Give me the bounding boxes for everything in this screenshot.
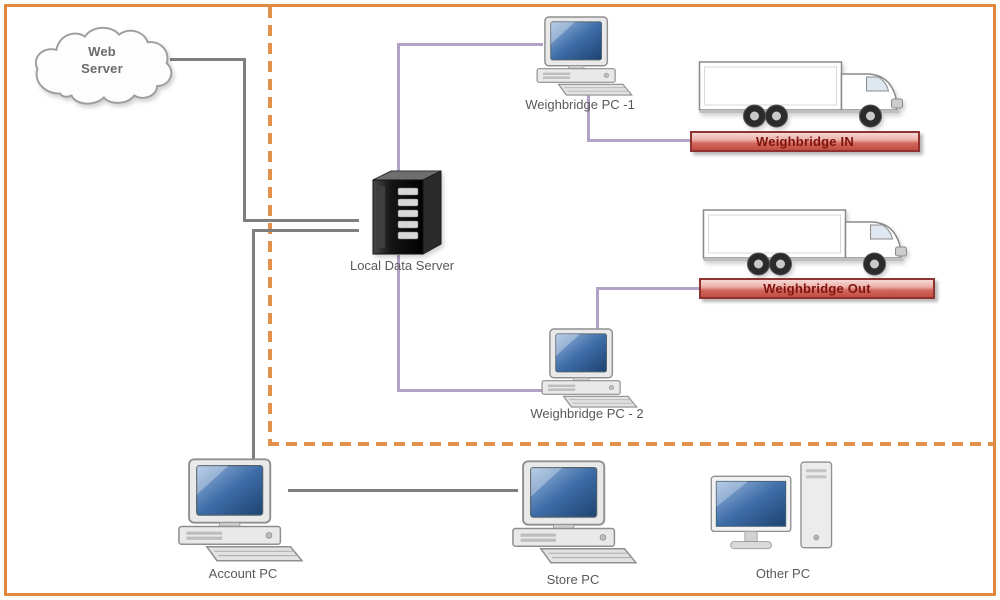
purple-connector-server-down [397, 255, 400, 392]
desktop-pc-icon [512, 460, 638, 564]
gray-connector-account-to-store [288, 489, 518, 492]
purple-connector-pc2-up [596, 288, 599, 338]
desktop-pc-icon [536, 16, 633, 96]
dashed-zone-boundary-vertical [268, 7, 272, 446]
weighbridge-pc-2-label: Weighbridge PC - 2 [530, 406, 644, 421]
desktop-pc-icon [541, 328, 638, 408]
store-pc-node [500, 460, 640, 564]
weighbridge-out-banner: Weighbridge Out [699, 278, 935, 299]
purple-connector-to-pc2 [397, 389, 546, 392]
gray-connector-to-server-lower [252, 229, 359, 232]
store-pc-label: Store PC [546, 572, 600, 587]
purple-connector-to-weighbridge-out [596, 287, 704, 290]
local-data-server-label: Local Data Server [349, 258, 455, 273]
weighbridge-in-banner: Weighbridge IN [690, 131, 920, 152]
truck-out-node [700, 206, 936, 278]
purple-connector-pc1-down [587, 95, 590, 142]
server-tower-icon [372, 170, 442, 255]
purple-connector-to-weighbridge-in [587, 139, 693, 142]
desktop-pc-icon [178, 458, 304, 562]
desktop-pc-lcd-icon [710, 461, 833, 550]
weighbridge-pc-1-label: Weighbridge PC -1 [525, 97, 635, 112]
truck-in-node [696, 58, 932, 130]
other-pc-label: Other PC [755, 566, 811, 581]
weighbridge-out-label: Weighbridge Out [763, 281, 871, 296]
gray-connector-down-to-account-pc [252, 229, 255, 479]
weighbridge-in-label: Weighbridge IN [756, 134, 854, 149]
purple-connector-to-pc1 [397, 43, 543, 46]
local-data-server-node [350, 166, 452, 258]
gray-connector-cloud-out [170, 58, 246, 61]
other-pc-node [706, 460, 846, 564]
purple-connector-server-up [397, 43, 400, 175]
truck-icon [702, 209, 907, 276]
gray-connector-cloud-down [243, 58, 246, 222]
cloud-icon [35, 26, 173, 105]
account-pc-node [166, 458, 306, 562]
web-server-label: Web Server [81, 44, 123, 76]
truck-icon [698, 61, 903, 128]
gray-connector-to-server-upper [243, 219, 359, 222]
account-pc-label: Account PC [208, 566, 278, 581]
dashed-zone-boundary-horizontal [268, 442, 993, 446]
weighbridge-pc-2-node [532, 328, 640, 408]
weighbridge-pc-1-node [527, 16, 635, 96]
web-server-node: Web Server [26, 18, 178, 116]
